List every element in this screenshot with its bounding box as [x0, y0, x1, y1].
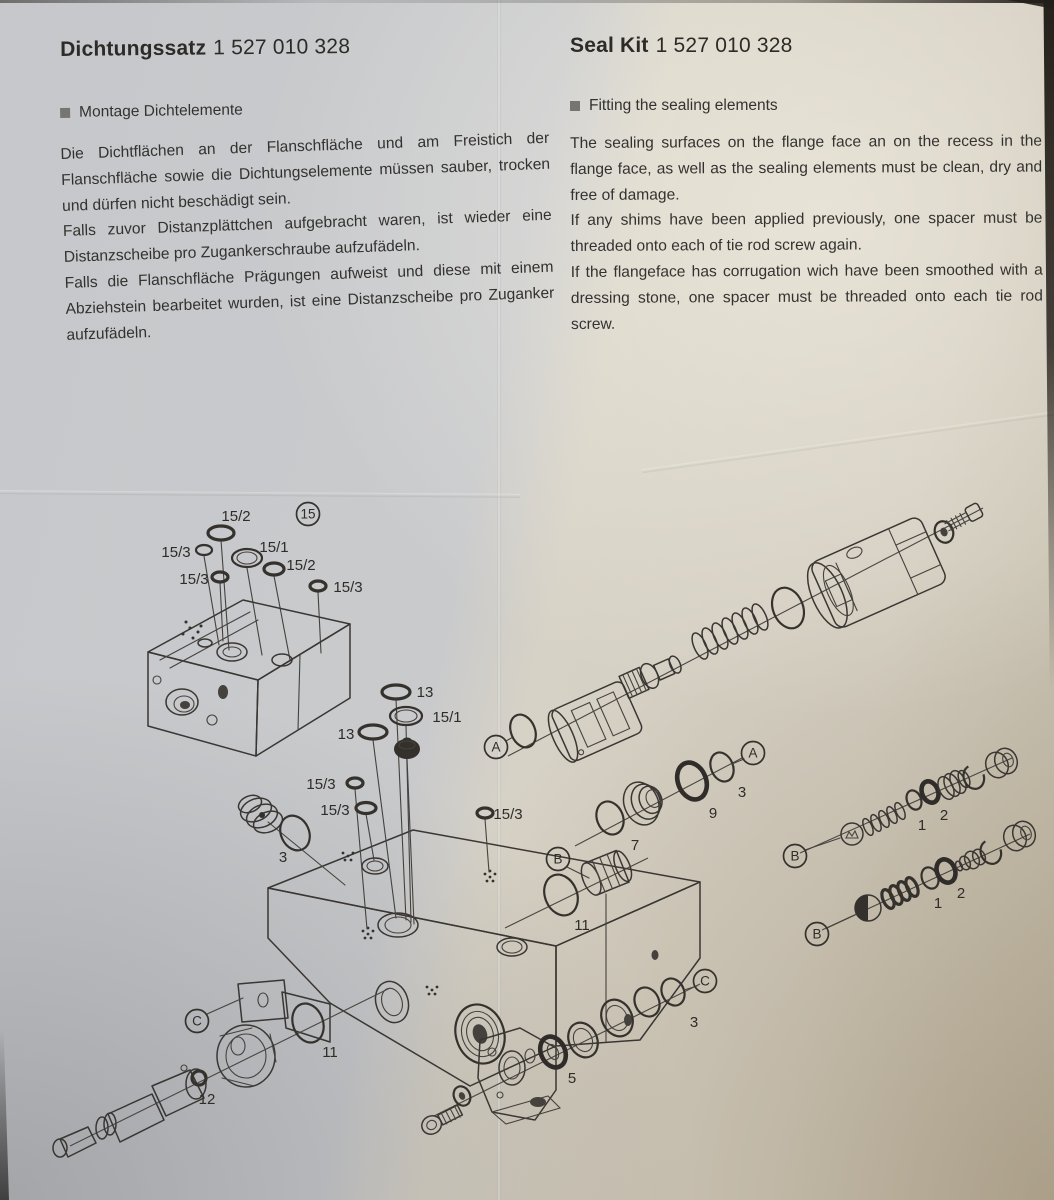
lower-left-assembly: [52, 987, 391, 1158]
part-label-15-3: 15/3: [320, 802, 349, 819]
reference-circle-A: A: [740, 740, 766, 766]
valve-cage: [547, 681, 643, 763]
starburst-hole: [483, 869, 497, 883]
spool-housing: [806, 517, 946, 629]
reference-circle-B: B: [804, 921, 830, 947]
adjuster-fitting: [618, 655, 682, 700]
small-screw: [944, 502, 984, 532]
svg-text:B: B: [553, 852, 562, 867]
part-label-1: 1: [934, 895, 942, 912]
part-label-15-1: 15/1: [259, 539, 288, 556]
svg-text:B: B: [790, 849, 799, 864]
starburst-hole: [341, 851, 355, 862]
threaded-plug: [580, 849, 633, 896]
svg-text:A: A: [491, 740, 500, 755]
reference-circle-B: B: [782, 843, 808, 869]
cap-screw: [421, 1104, 464, 1135]
part-label-11: 11: [322, 1044, 338, 1061]
part-label-15-3: 15/3: [161, 544, 190, 561]
part-label-15-1: 15/1: [432, 709, 461, 726]
part-label-15-3: 15/3: [179, 571, 208, 588]
english-section-heading: Fitting the sealing elements: [570, 97, 1042, 115]
part-label-5: 5: [568, 1070, 576, 1087]
reference-circle-A: A: [483, 734, 509, 760]
grooved-gland: [622, 781, 663, 826]
spool-assembly: [505, 502, 984, 763]
right-port-seals: [504, 751, 745, 929]
reference-circle-B: B: [545, 846, 571, 872]
english-part-number: 1 527 010 328: [655, 34, 793, 57]
svg-text:15: 15: [300, 507, 315, 522]
spring: [862, 801, 906, 837]
valve-block-top-view: [147, 524, 351, 757]
starburst-hole: [425, 985, 439, 996]
part-label-15-3: 15/3: [306, 776, 335, 793]
ribbed-plug: [937, 769, 971, 801]
part-label-15-2: 15/2: [286, 557, 315, 574]
part-label-2: 2: [940, 807, 948, 824]
part-label-15-3: 15/3: [333, 579, 362, 596]
svg-text:B: B: [812, 927, 821, 942]
part-label-9: 9: [709, 805, 717, 822]
end-cover-assembly: [421, 977, 701, 1135]
english-title: Seal Kit 1 527 010 328: [570, 34, 1042, 58]
valve-cone: [954, 848, 987, 872]
bearing-bracket: [477, 1027, 562, 1125]
square-bullet-icon: [570, 101, 580, 111]
reference-circle-C: C: [692, 968, 718, 994]
part-label-3: 3: [279, 849, 287, 866]
part-label-15-2: 15/2: [221, 508, 250, 525]
part-label-11: 11: [574, 917, 590, 934]
part-label-13: 13: [417, 684, 434, 701]
english-column: Seal Kit 1 527 010 328 Fitting the sealin…: [570, 34, 1043, 337]
end-cap: [1002, 820, 1037, 852]
end-cap: [984, 747, 1019, 779]
centre-seal-stack: [345, 683, 495, 930]
part-label-3: 3: [738, 784, 746, 801]
part-label-3: 3: [690, 1014, 698, 1031]
svg-text:A: A: [748, 746, 757, 761]
part-label-13: 13: [338, 726, 355, 743]
svg-text:C: C: [192, 1014, 202, 1029]
part-label-12: 12: [199, 1091, 216, 1108]
part-label-15-3: 15/3: [493, 806, 522, 823]
part-label-2: 2: [957, 885, 965, 902]
main-spring: [691, 603, 769, 660]
part-label-1: 1: [918, 817, 926, 834]
grooved-plug-and-oring: [237, 794, 346, 886]
spring-dark: [880, 876, 920, 910]
starburst-hole: [361, 926, 375, 940]
reference-circle-15: 15: [295, 501, 321, 527]
svg-text:C: C: [700, 974, 710, 989]
part-label-7: 7: [631, 837, 639, 854]
diagram-line-art: [52, 502, 1037, 1158]
check-valve-assembly-upper: [799, 747, 1019, 854]
check-valve-assembly-lower: [821, 820, 1037, 931]
english-product-name: Seal Kit: [570, 34, 649, 57]
reference-circle-C: C: [184, 1008, 210, 1034]
english-heading-label: Fitting the sealing elements: [589, 97, 778, 114]
